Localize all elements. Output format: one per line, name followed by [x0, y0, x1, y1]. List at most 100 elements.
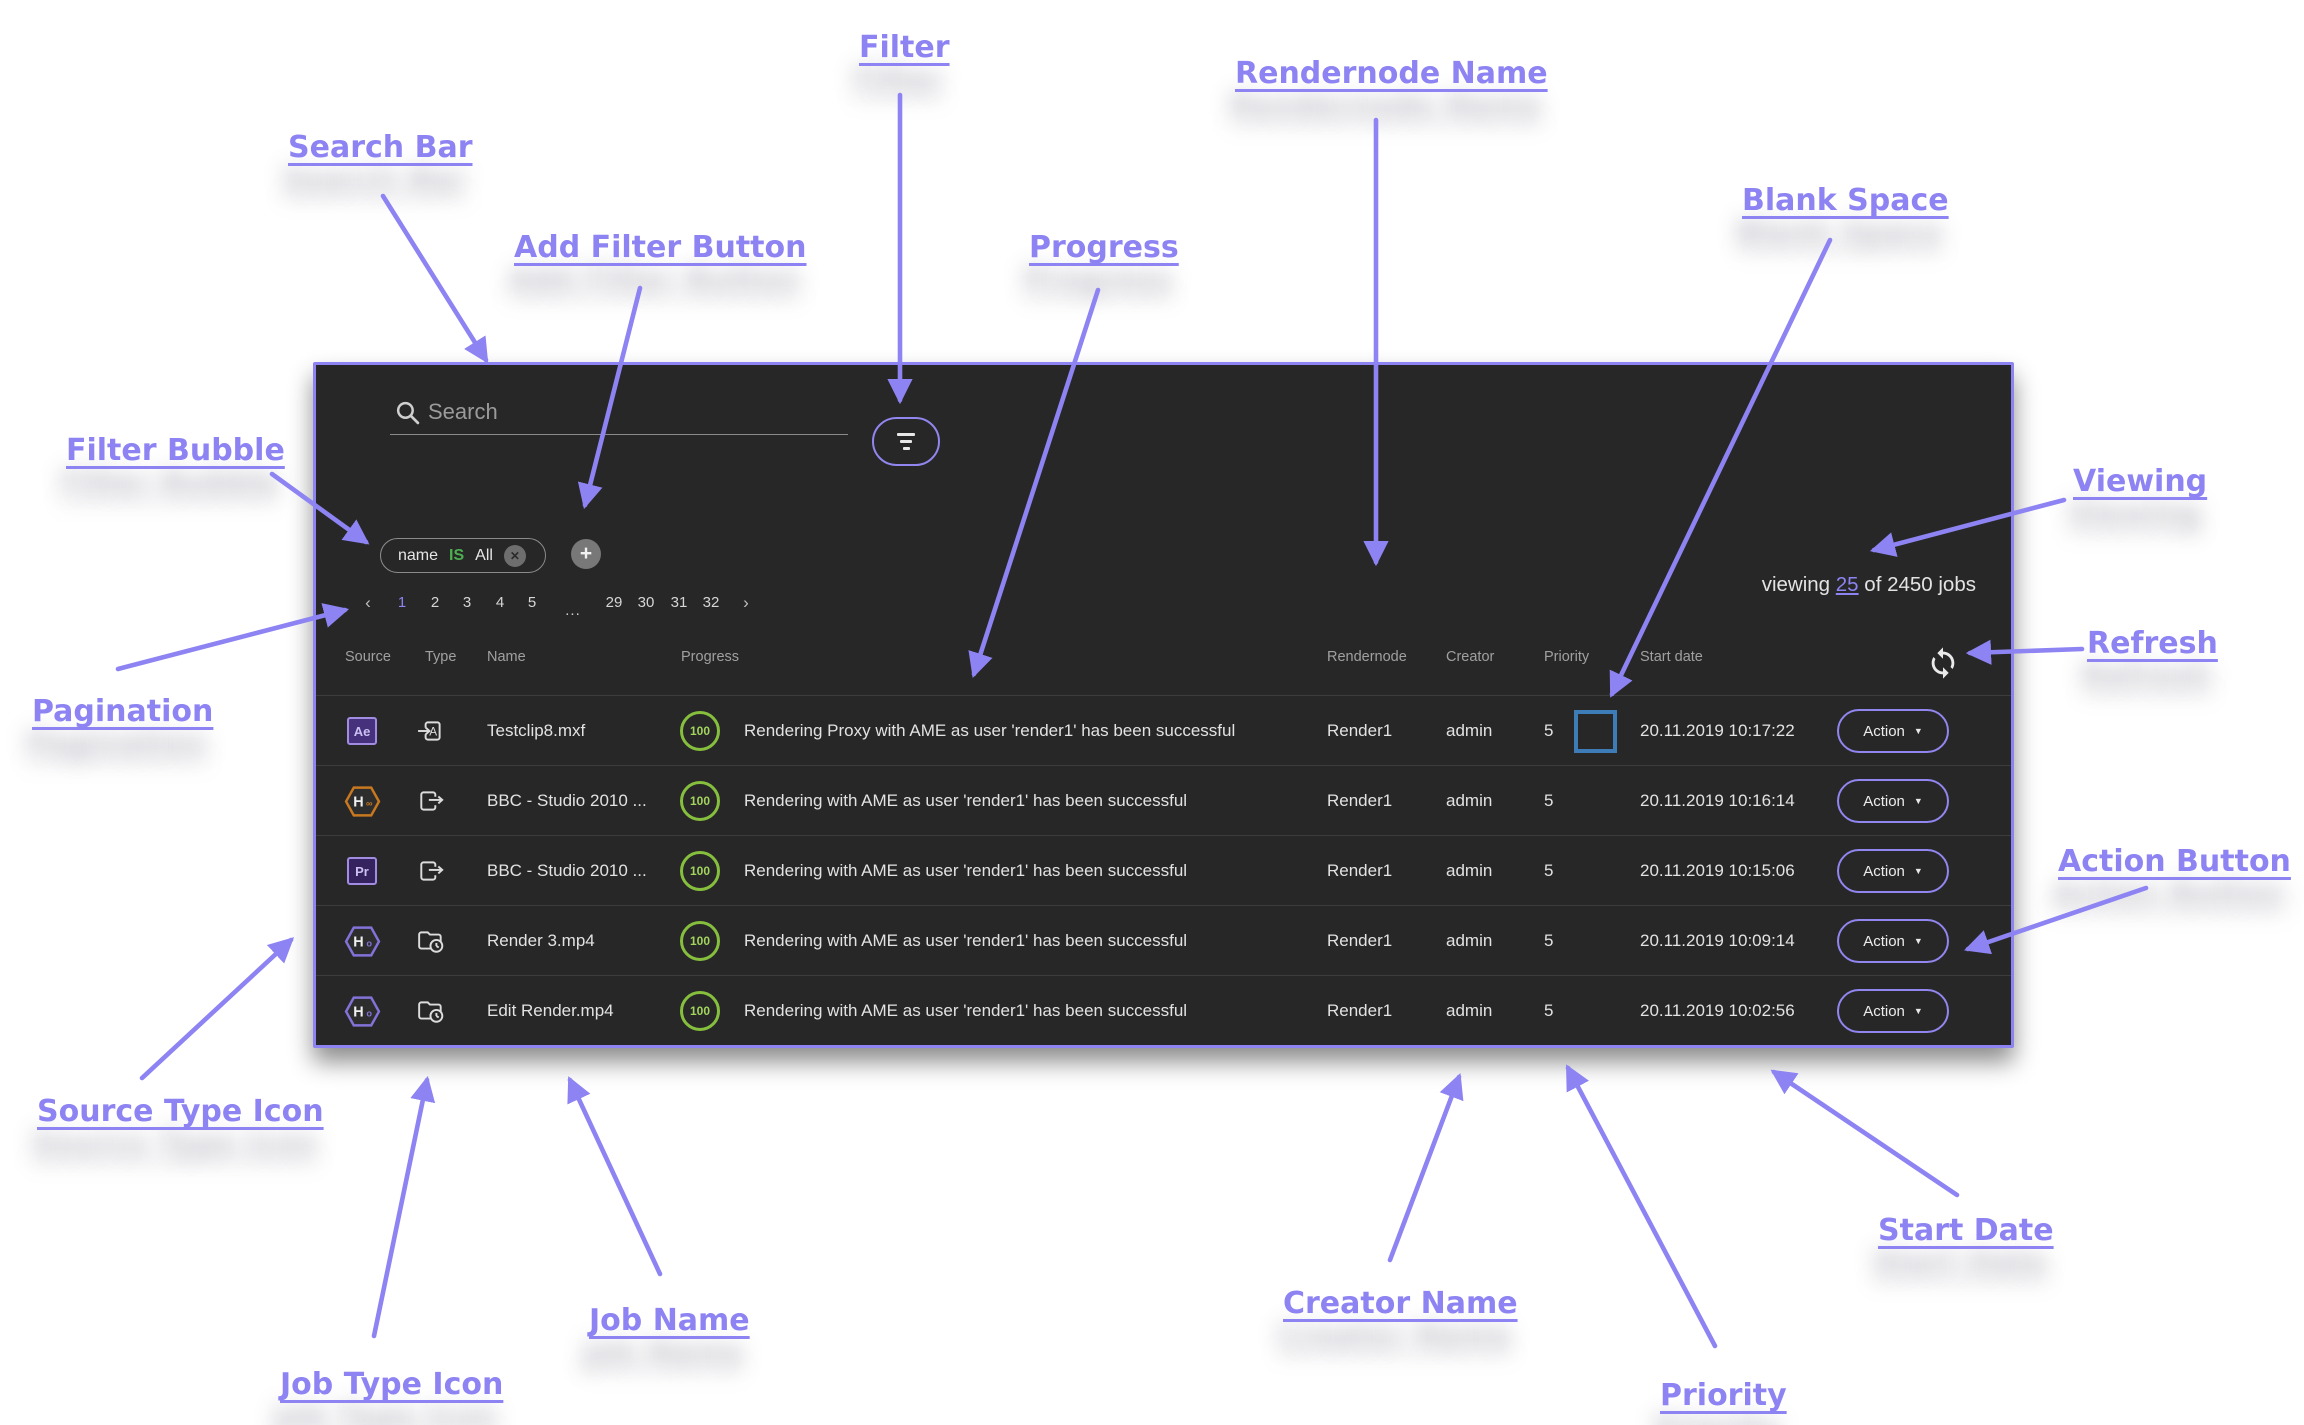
arrow-pagination — [115, 603, 350, 672]
arrow-job-name — [567, 1076, 663, 1277]
helmut-hexagon-icon: H o — [342, 906, 382, 976]
annotation-filter: Filter — [859, 30, 950, 65]
job-status: Rendering with AME as user 'render1' has… — [744, 861, 1188, 880]
page-32[interactable]: 32 — [702, 594, 720, 611]
page-2[interactable]: 2 — [430, 594, 440, 611]
filter-operator: IS — [449, 546, 465, 564]
annotation-blank-space: Blank Space — [1742, 183, 1949, 218]
start-date-value: 20.11.2019 10:17:22 — [1640, 721, 1795, 740]
priority-value: 5 — [1544, 721, 1554, 740]
annotation-job-name: Job Name — [589, 1303, 750, 1338]
rendernode-value: Render1 — [1327, 1001, 1393, 1020]
job-name: Testclip8.mxf — [487, 721, 586, 740]
filter-bubble[interactable]: name IS All ✕ — [380, 538, 546, 573]
filter-button[interactable] — [872, 417, 940, 466]
page-4[interactable]: 4 — [495, 594, 505, 611]
creator-value: admin — [1446, 721, 1493, 740]
ame-render-icon: A — [416, 696, 446, 766]
blank-space-highlight — [1574, 710, 1617, 753]
arrow-source-type-icon — [139, 937, 295, 1081]
annotation-viewing: Viewing — [2073, 464, 2208, 499]
col-start-date: Start date — [1640, 649, 1703, 665]
job-name: BBC - Studio 2010 ... — [487, 791, 647, 810]
svg-text:A: A — [429, 724, 437, 738]
start-date-value: 20.11.2019 10:09:14 — [1640, 931, 1795, 950]
helmut-hexagon-icon: H o — [342, 976, 382, 1046]
pagination: ‹ 1 2 3 4 5 ... 29 30 31 32 › — [361, 590, 811, 619]
export-icon — [416, 766, 446, 836]
after-effects-icon: Ae — [342, 696, 382, 766]
table-row[interactable]: Pr BBC - Studio 2010 ... 100 Rendering w… — [316, 835, 2011, 905]
col-progress: Progress — [681, 649, 740, 665]
helmut-io-hexagon-icon: H ∞ — [342, 766, 382, 836]
svg-text:o: o — [366, 938, 372, 948]
progress-circle: 100 — [680, 766, 720, 836]
caret-down-icon: ▼ — [1913, 866, 1923, 876]
progress-circle: 100 — [680, 906, 720, 976]
rendernode-value: Render1 — [1327, 791, 1393, 810]
col-rendernode: Rendernode — [1327, 649, 1407, 665]
table-row[interactable]: Ae A Testclip8.mxf 100 Rendering Proxy w… — [316, 695, 2011, 765]
progress-circle: 100 — [680, 696, 720, 766]
close-x-icon[interactable]: ✕ — [503, 544, 526, 567]
arrow-start-date — [1770, 1069, 1960, 1198]
priority-value: 5 — [1544, 1001, 1554, 1020]
viewing-count-link[interactable]: 25 — [1835, 573, 1859, 596]
table-row[interactable]: H o Render 3.mp4 100 Rendering w — [316, 905, 2011, 975]
job-name: Edit Render.mp4 — [487, 1001, 614, 1020]
refresh-button[interactable] — [1926, 646, 1960, 680]
table-row[interactable]: H o Edit Render.mp4 100 Renderin — [316, 975, 2011, 1045]
priority-value: 5 — [1544, 861, 1554, 880]
export-icon — [416, 836, 446, 906]
arrow-search-bar — [380, 193, 489, 364]
filter-value: All — [475, 546, 493, 564]
job-name: BBC - Studio 2010 ... — [487, 861, 647, 880]
creator-value: admin — [1446, 861, 1493, 880]
filter-lines-icon — [897, 433, 915, 436]
annotation-add-filter-button: Add Filter Button — [514, 230, 807, 265]
page-3[interactable]: 3 — [462, 594, 472, 611]
table-row[interactable]: H ∞ BBC - Studio 2010 ... 100 Rendering … — [316, 765, 2011, 835]
filter-field: name — [398, 546, 439, 564]
caret-down-icon: ▼ — [1913, 1006, 1923, 1016]
annotation-pagination: Pagination — [32, 694, 214, 729]
start-date-value: 20.11.2019 10:16:14 — [1640, 791, 1795, 810]
page-5[interactable]: 5 — [527, 594, 537, 611]
col-priority: Priority — [1544, 649, 1590, 665]
page-1[interactable]: 1 — [397, 594, 407, 611]
rendernode-value: Render1 — [1327, 931, 1393, 950]
annotation-filter-bubble: Filter Bubble — [66, 433, 285, 468]
add-filter-button[interactable]: + — [571, 539, 601, 569]
action-button[interactable]: Action ▼ — [1837, 919, 1949, 963]
annotation-refresh: Refresh — [2087, 626, 2218, 661]
page-next[interactable]: › — [743, 593, 749, 612]
annotation-progress: Progress — [1029, 230, 1179, 265]
priority-value: 5 — [1544, 931, 1554, 950]
arrow-job-type-icon — [371, 1075, 436, 1339]
job-status: Rendering with AME as user 'render1' has… — [744, 791, 1188, 810]
page-30[interactable]: 30 — [637, 594, 655, 611]
jobs-panel: name IS All ✕ + ‹ 1 2 3 4 5 ... 29 30 31… — [313, 362, 2014, 1048]
caret-down-icon: ▼ — [1913, 726, 1923, 736]
watchfolder-clock-icon — [416, 976, 446, 1046]
start-date-value: 20.11.2019 10:02:56 — [1640, 1001, 1795, 1020]
svg-text:H: H — [353, 794, 363, 810]
page-29[interactable]: 29 — [605, 594, 623, 611]
col-creator: Creator — [1446, 649, 1495, 665]
svg-text:o: o — [366, 1008, 372, 1018]
svg-text:∞: ∞ — [365, 798, 372, 808]
action-button[interactable]: Action ▼ — [1837, 779, 1949, 823]
action-button[interactable]: Action ▼ — [1837, 849, 1949, 893]
creator-value: admin — [1446, 791, 1493, 810]
annotation-source-type-icon: Source Type Icon — [37, 1094, 324, 1129]
refresh-icon — [1931, 647, 1955, 679]
progress-circle: 100 — [680, 836, 720, 906]
arrow-creator-name — [1387, 1073, 1464, 1263]
page-prev[interactable]: ‹ — [365, 593, 371, 612]
action-button[interactable]: Action ▼ — [1837, 989, 1949, 1033]
creator-value: admin — [1446, 931, 1493, 950]
page-31[interactable]: 31 — [670, 594, 688, 611]
annotation-search-bar: Search Bar — [288, 130, 473, 165]
action-button[interactable]: Action ▼ — [1837, 709, 1949, 753]
